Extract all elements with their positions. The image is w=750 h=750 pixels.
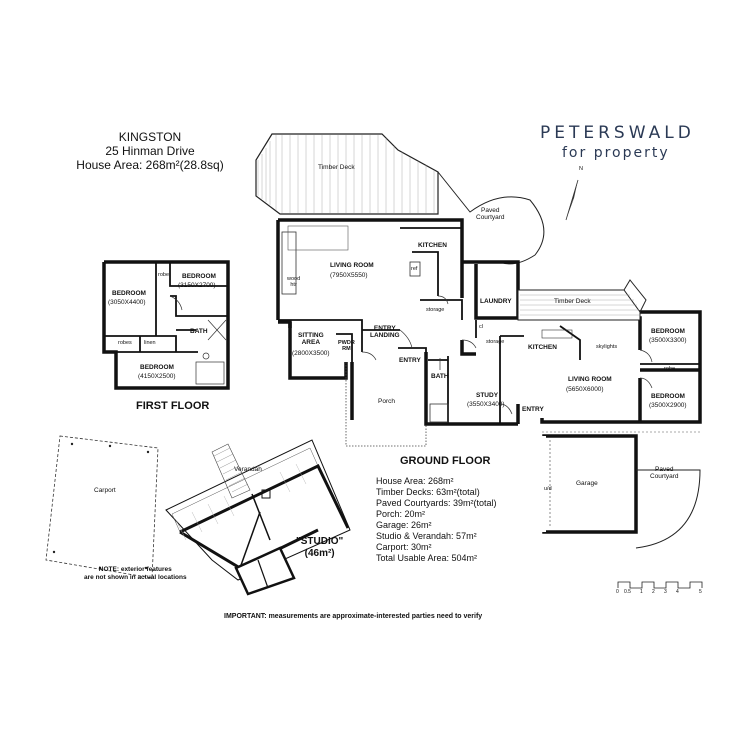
label-ff-bedroom-3: BEDROOM [140, 364, 174, 371]
scale-label: 0.5 [624, 589, 631, 595]
scale-label: 1 [640, 589, 643, 595]
scale-bar [617, 581, 703, 589]
timber-deck-top [255, 133, 439, 215]
timber-deck-right [517, 279, 647, 321]
compass-label: N [579, 166, 583, 172]
note-exterior-features: NOTE: exterior features are not shown in… [84, 566, 187, 582]
label-entry-1: ENTRY [399, 357, 421, 364]
label-kitchen-2: KITCHEN [528, 344, 557, 351]
label-living-room-2: LIVING ROOM [568, 376, 612, 383]
first-floor-walls [102, 260, 230, 390]
label-porch: Porch [378, 398, 395, 405]
dims-living-room-2: (5650X6000) [566, 386, 604, 393]
label-ud: u/d [544, 486, 552, 492]
label-sitting-area: SITTING AREA [298, 332, 324, 347]
area-line: Studio & Verandah: 57m² [376, 531, 477, 541]
header-address: 25 Hinman Drive [105, 144, 195, 158]
scale-label: 3 [664, 589, 667, 595]
label-storage-2: storage [486, 339, 505, 345]
label-living-room-1: LIVING ROOM [330, 262, 374, 269]
dims-study: (3550X3400) [467, 401, 505, 408]
header-suburb: KINGSTON [118, 130, 182, 144]
brand-logo-line1: PETERSWALD [540, 123, 695, 143]
label-kitchen-1: KITCHEN [418, 242, 447, 249]
label-study: STUDY [476, 392, 499, 399]
dims-ff-bedroom-3: (4150X2500) [138, 373, 176, 380]
ground-floor-title: GROUND FLOOR [400, 455, 491, 467]
north-arrow-icon [565, 179, 579, 221]
area-line: Carport: 30m² [376, 542, 432, 552]
bench-right [541, 329, 573, 339]
label-garage: Garage [576, 480, 598, 487]
porch-outline [345, 362, 427, 447]
scale-label: 0 [616, 589, 619, 595]
area-line: Timber Decks: 63m²(total) [376, 487, 480, 497]
area-line: Total Usable Area: 504m² [376, 553, 478, 563]
first-floor-inner-walls [104, 262, 228, 353]
dims-bedroom-r1: (3500X3300) [649, 337, 687, 344]
label-ff-linen: linen [144, 340, 156, 346]
label-entry-2: ENTRY [522, 406, 544, 413]
studio-block [165, 439, 351, 596]
label-studio: "STUDIO" (46m²) [296, 536, 344, 559]
area-line: Paved Courtyards: 39m²(total) [376, 498, 497, 508]
first-floor-fixtures [169, 295, 227, 385]
label-storage-1: storage [426, 307, 445, 313]
kitchen-bench [287, 225, 349, 251]
label-ff-robes: robes [118, 340, 132, 346]
area-line: House Area: 268m² [376, 476, 454, 486]
dims-sitting-area: (2800X3500) [292, 350, 330, 357]
label-entry-landing: ENTRY LANDING [370, 325, 400, 340]
bath-tub [429, 403, 449, 423]
label-ref: ref [411, 266, 418, 272]
carport-outline [45, 435, 159, 579]
area-summary: House Area: 268m² Timber Decks: 63m²(tot… [376, 476, 497, 564]
dims-ff-bedroom-1: (3050X4400) [108, 299, 146, 306]
label-paved-courtyard-right: Paved Courtyard [650, 466, 679, 481]
label-carport: Carport [94, 487, 116, 494]
label-wood-htr: wood htr [287, 276, 301, 289]
label-ff-robe: robe [158, 272, 170, 278]
ground-floor-inner-walls [278, 227, 700, 424]
label-verandah: Verandah [234, 466, 262, 473]
scale-label: 5 [699, 589, 702, 595]
scale-label: 2 [652, 589, 655, 595]
label-bath-ground: BATH [431, 373, 449, 380]
label-ff-bedroom-1: BEDROOM [112, 290, 146, 297]
header-house-area: House Area: 268m²(28.8sq) [76, 158, 224, 172]
dims-living-room-1: (7950X5550) [330, 272, 368, 279]
ref-space [409, 261, 421, 277]
label-paved-courtyard-top: Paved Courtyard [476, 207, 505, 222]
living-wall-strip [281, 231, 297, 295]
label-pwdr-rm: PWDR RM [338, 340, 355, 353]
garage-block [542, 431, 701, 549]
label-bedroom-r2: BEDROOM [651, 393, 685, 400]
door-swings [361, 295, 653, 415]
label-timber-deck-right: Timber Deck [554, 298, 591, 305]
label-ff-bath: BATH [190, 328, 208, 335]
label-bedroom-r1: BEDROOM [651, 328, 685, 335]
dims-ff-bedroom-2: (3150X2700) [178, 282, 216, 289]
label-cl: cl [479, 324, 483, 330]
first-floor-title: FIRST FLOOR [136, 400, 210, 412]
label-laundry: LAUNDRY [480, 298, 512, 305]
scale-label: 4 [676, 589, 679, 595]
area-line: Porch: 20m² [376, 509, 426, 519]
area-line: Garage: 26m² [376, 520, 432, 530]
brand-logo-line2: for property [562, 145, 670, 161]
label-robe-right: robe [664, 366, 676, 372]
label-timber-deck-top: Timber Deck [318, 164, 355, 171]
dims-bedroom-r2: (3500X2900) [649, 402, 687, 409]
disclaimer: IMPORTANT: measurements are approximate-… [224, 613, 483, 620]
label-skylights: skylights [596, 344, 618, 350]
label-ff-bedroom-2: BEDROOM [182, 273, 216, 280]
